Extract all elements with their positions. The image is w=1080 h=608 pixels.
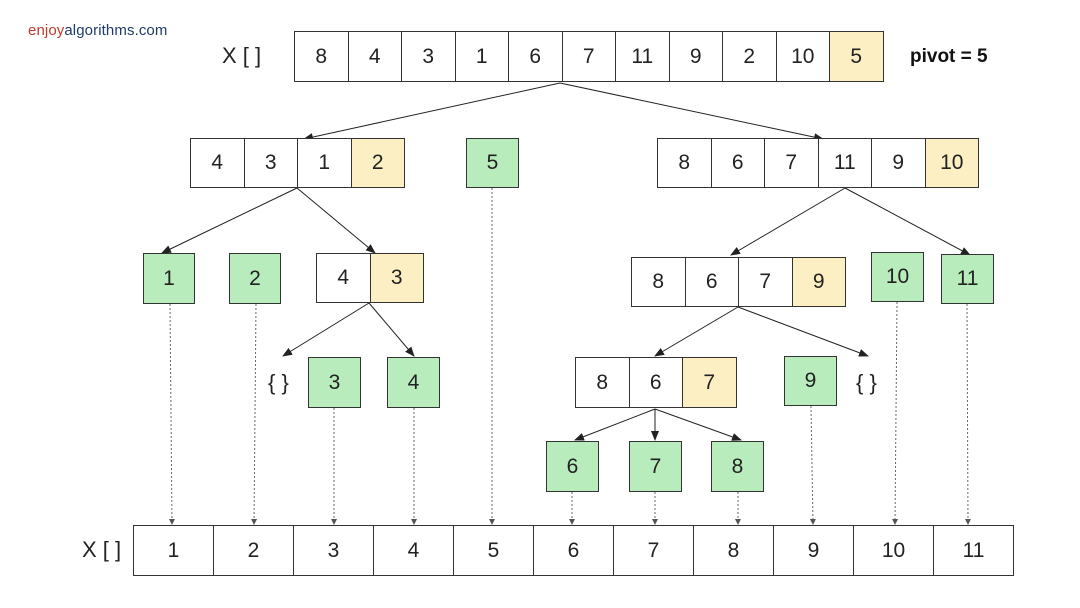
pivot-label: pivot = 5 xyxy=(910,46,988,67)
left-subpartition-cell: 4 xyxy=(316,253,371,303)
top-array-cell: 7 xyxy=(561,31,616,82)
bottom-array-cell: 2 xyxy=(213,525,294,576)
inner-subpartition-cell: 6 xyxy=(628,357,683,408)
top-array-cell: 10 xyxy=(775,31,830,82)
right-subpartition-cell: 6 xyxy=(684,257,739,307)
top-array-cell: 11 xyxy=(615,31,670,82)
right-subpartition-cell: 9 xyxy=(791,257,846,307)
top-array-cell: 9 xyxy=(668,31,723,82)
sorted-pivot-5: 5 xyxy=(466,138,519,188)
inner-subpartition-cell: 8 xyxy=(575,357,630,408)
left-subpartition-cell: 3 xyxy=(369,253,424,303)
sorted-8: 8 xyxy=(711,441,764,492)
right-partition-cell: 10 xyxy=(924,138,979,188)
bottom-array-cell: 1 xyxy=(133,525,214,576)
sorted-2: 2 xyxy=(229,253,281,304)
placement-arrow xyxy=(892,301,899,525)
right-subpartition-cell: 7 xyxy=(738,257,793,307)
right-partition-cell: 9 xyxy=(871,138,926,188)
brand-logo[interactable]: enjoyalgorithms.com xyxy=(28,22,167,39)
bottom-array-cell: 7 xyxy=(613,525,694,576)
split-arrow xyxy=(654,408,742,441)
bottom-array-cell: 11 xyxy=(933,525,1014,576)
top-array-cell: 3 xyxy=(401,31,456,82)
sorted-10: 10 xyxy=(871,252,924,302)
split-arrow xyxy=(730,187,846,256)
top-array-cell: 2 xyxy=(722,31,777,82)
right-partition-cell: 6 xyxy=(710,138,765,188)
top-array-cell: 6 xyxy=(508,31,563,82)
left-partition-cell: 4 xyxy=(190,138,245,188)
placement-arrow xyxy=(809,405,816,525)
sorted-7: 7 xyxy=(629,441,682,492)
placement-arrow xyxy=(168,303,175,525)
bottom-array-cell: 6 xyxy=(533,525,614,576)
top-array-cell: 5 xyxy=(829,31,884,82)
bottom-array-cell: 3 xyxy=(293,525,374,576)
left-partition-cell: 3 xyxy=(243,138,298,188)
right-partition-cell: 7 xyxy=(764,138,819,188)
empty-partition-right: { } xyxy=(856,370,877,395)
brand-part-domain: .com xyxy=(134,22,168,39)
bottom-array-cell: 10 xyxy=(853,525,934,576)
right-partition-cell: 8 xyxy=(657,138,712,188)
sorted-11: 11 xyxy=(941,254,994,304)
sorted-4: 4 xyxy=(387,357,440,408)
split-arrow xyxy=(737,306,869,357)
top-array-cell: 1 xyxy=(454,31,509,82)
split-arrow xyxy=(559,82,824,142)
split-arrow xyxy=(303,82,561,141)
brand-part-enjoy: enjoy xyxy=(28,22,65,39)
sorted-9: 9 xyxy=(784,356,837,406)
brand-part-algorithms: algorithms xyxy=(64,22,135,39)
left-partition-cell: 1 xyxy=(297,138,352,188)
bottom-array-cell: 9 xyxy=(773,525,854,576)
bottom-array-cell: 8 xyxy=(693,525,774,576)
top-array-label: X [ ] xyxy=(222,43,262,68)
split-arrow xyxy=(844,187,971,256)
bottom-array-label: X [ ] xyxy=(82,537,122,562)
placement-arrow xyxy=(251,303,258,525)
bottom-array-cell: 5 xyxy=(453,525,534,576)
top-array-cell: 4 xyxy=(347,31,402,82)
split-arrow xyxy=(654,306,739,357)
top-array-cell: 8 xyxy=(294,31,349,82)
split-arrow xyxy=(368,302,415,357)
split-arrow xyxy=(282,302,370,357)
right-subpartition-cell: 8 xyxy=(631,257,686,307)
split-arrow xyxy=(296,187,376,254)
left-partition-cell: 2 xyxy=(350,138,405,188)
empty-partition-left: { } xyxy=(268,370,289,395)
bottom-array-cell: 4 xyxy=(373,525,454,576)
split-arrow xyxy=(574,408,656,441)
split-arrow xyxy=(161,187,298,254)
placement-arrow xyxy=(964,303,971,525)
right-partition-cell: 11 xyxy=(817,138,872,188)
sorted-6: 6 xyxy=(546,441,599,492)
inner-subpartition-cell: 7 xyxy=(682,357,737,408)
sorted-1: 1 xyxy=(143,253,195,304)
sorted-3: 3 xyxy=(308,357,361,408)
